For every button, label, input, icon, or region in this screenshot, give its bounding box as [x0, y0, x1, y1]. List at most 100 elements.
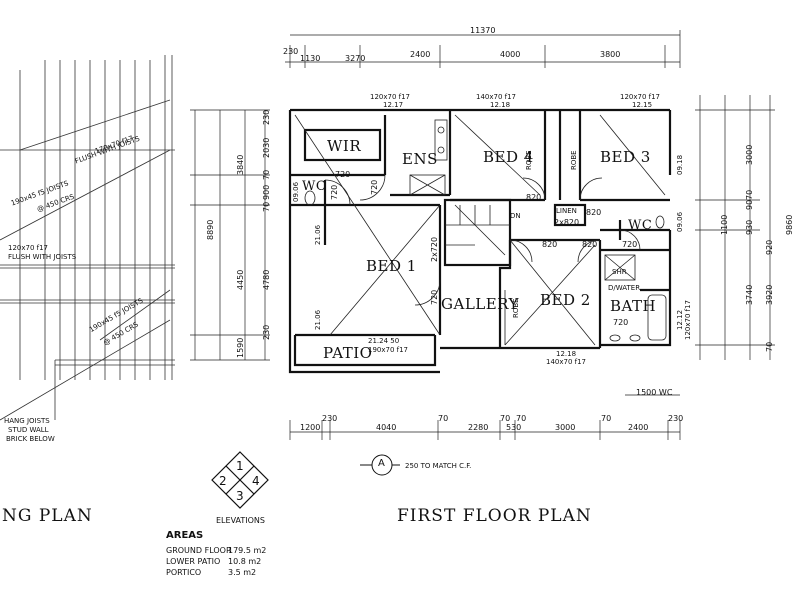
- areas-row-portico-value: 3.5 m2: [228, 568, 257, 577]
- bottom-dimension-line: [289, 394, 681, 440]
- room-wc-right: WC: [628, 218, 653, 233]
- beam-note-6: 12.12: [676, 309, 684, 330]
- room-ens: ENS: [402, 150, 438, 168]
- beam-note-3-val: 12.15: [632, 101, 653, 109]
- dim-bottom-11: 2400: [628, 423, 649, 432]
- top-dimension-line: [285, 30, 681, 68]
- hot-water: D/WATER: [608, 284, 641, 292]
- left-plan-title: NG PLAN: [2, 506, 93, 526]
- room-robe-3: ROBE: [512, 298, 520, 318]
- dim-right-7: 3740: [745, 284, 754, 305]
- beam-note-6-val: 120x70 f17: [684, 299, 692, 340]
- door-mark-1: 720: [335, 170, 351, 179]
- beam-note-8: 21.06: [314, 309, 322, 330]
- dim-left-4: 70: [262, 169, 271, 180]
- beam-note-4-val: 190x70 f17: [368, 346, 409, 354]
- dim-left-1: 230: [262, 109, 271, 125]
- room-bed1: BED 1: [366, 257, 417, 275]
- left-joist-plan: [0, 55, 175, 421]
- dim-right-4: 930: [745, 219, 754, 235]
- beam-note-5-val: 140x70 f17: [546, 358, 587, 366]
- dim-left-3: 3840: [236, 154, 245, 175]
- section-marker-letter: A: [378, 458, 385, 469]
- room-bed3: BED 3: [600, 148, 651, 166]
- beam-note-9: 09.06: [292, 181, 300, 202]
- areas-row-ground-value: 179.5 m2: [228, 546, 267, 555]
- house-walls: [288, 108, 672, 374]
- room-gallery: GALLERY: [441, 295, 519, 313]
- beam-note-4: 21.24 50: [368, 337, 400, 345]
- dim-bottom-2: 230: [322, 414, 338, 423]
- dim-top-6: 3800: [600, 50, 621, 59]
- dim-left-10: 230: [262, 324, 271, 340]
- areas-row-patio-label: LOWER PATIO: [166, 557, 221, 566]
- dim-right-6: 920: [765, 239, 774, 255]
- fixtures: [294, 114, 667, 346]
- dim-bottom-7: 530: [506, 423, 522, 432]
- beam-note-5: 12.18: [556, 350, 577, 358]
- beam-note-10: 09.06: [676, 211, 684, 232]
- elevation-2: 2: [219, 474, 227, 488]
- dim-left-7: 8890: [206, 219, 215, 240]
- dim-left-6: 70: [262, 201, 271, 212]
- stair-dn: DN: [510, 212, 521, 220]
- dim-bottom-1: 1200: [300, 423, 321, 432]
- dim-top-1: 230: [283, 47, 299, 56]
- door-mark-8: 720: [622, 240, 638, 249]
- dim-top-2: 1130: [300, 54, 321, 63]
- dim-bottom-10: 70: [601, 414, 612, 423]
- room-shower: SHR: [612, 268, 627, 276]
- areas-row-patio-value: 10.8 m2: [228, 557, 262, 566]
- dim-top-5: 4000: [500, 50, 521, 59]
- elevations-symbol: [211, 451, 269, 509]
- left-note-5: 120x70 f17: [8, 244, 49, 252]
- room-linen: LINEN: [556, 207, 577, 215]
- room-bed2: BED 2: [540, 291, 591, 309]
- beam-note-3: 120x70 f17: [620, 93, 661, 101]
- beam-note-1-val: 12.17: [383, 101, 404, 109]
- dim-right-3: 1100: [720, 214, 729, 235]
- dim-left-11: 1590: [236, 337, 245, 358]
- dim-bottom-12: 230: [668, 414, 684, 423]
- door-mark-12: 720: [613, 318, 629, 327]
- dim-right-10: 9860: [785, 214, 794, 235]
- elevation-3: 3: [236, 489, 244, 503]
- dim-bottom-8: 70: [516, 414, 527, 423]
- door-mark-2: 720: [370, 179, 379, 195]
- left-dimension-lines: [190, 109, 270, 361]
- dim-right-1: 3000: [745, 144, 754, 165]
- section-marker-note: 250 TO MATCH C.F.: [405, 462, 472, 470]
- room-patio: PATIO: [323, 344, 373, 362]
- room-wc-left: WC: [302, 179, 327, 194]
- door-mark-3: 720: [330, 184, 339, 200]
- dim-right-9: 70: [765, 341, 774, 352]
- dim-left-5: 900: [262, 184, 271, 200]
- room-robe-1: ROBE: [525, 150, 533, 170]
- left-note-11: BRICK BELOW: [6, 435, 55, 443]
- room-wir: WIR: [327, 137, 362, 155]
- beam-note-2: 140x70 f17: [476, 93, 517, 101]
- door-mark-5: 820: [586, 208, 602, 217]
- left-note-9: HANG JOISTS: [4, 417, 50, 425]
- dim-right-8: 3920: [765, 284, 774, 305]
- areas-row-portico-label: PORTICO: [166, 568, 202, 577]
- door-mark-11: 2x820: [554, 218, 580, 227]
- beam-note-7: 21.06: [314, 224, 322, 245]
- beam-note-12: 1500 WC: [636, 388, 673, 397]
- dim-bottom-4: 70: [438, 414, 449, 423]
- dim-bottom-5: 2280: [468, 423, 489, 432]
- room-bath: BATH: [610, 297, 657, 315]
- door-mark-6: 820: [582, 240, 598, 249]
- elevation-4: 4: [252, 474, 260, 488]
- dim-top-overall: 11370: [470, 26, 496, 35]
- dim-right-5: 70: [745, 189, 754, 200]
- room-robe-2: ROBE: [570, 150, 578, 170]
- dim-top-4: 2400: [410, 50, 431, 59]
- room-bed4: BED 4: [483, 148, 534, 166]
- areas-heading: AREAS: [166, 530, 204, 541]
- first-floor-plan-title: FIRST FLOOR PLAN: [397, 506, 592, 526]
- section-marker: [360, 454, 400, 476]
- beam-note-11: 09.18: [676, 154, 684, 175]
- door-mark-10: 2x720: [430, 236, 439, 262]
- beam-note-2-val: 12.18: [490, 101, 511, 109]
